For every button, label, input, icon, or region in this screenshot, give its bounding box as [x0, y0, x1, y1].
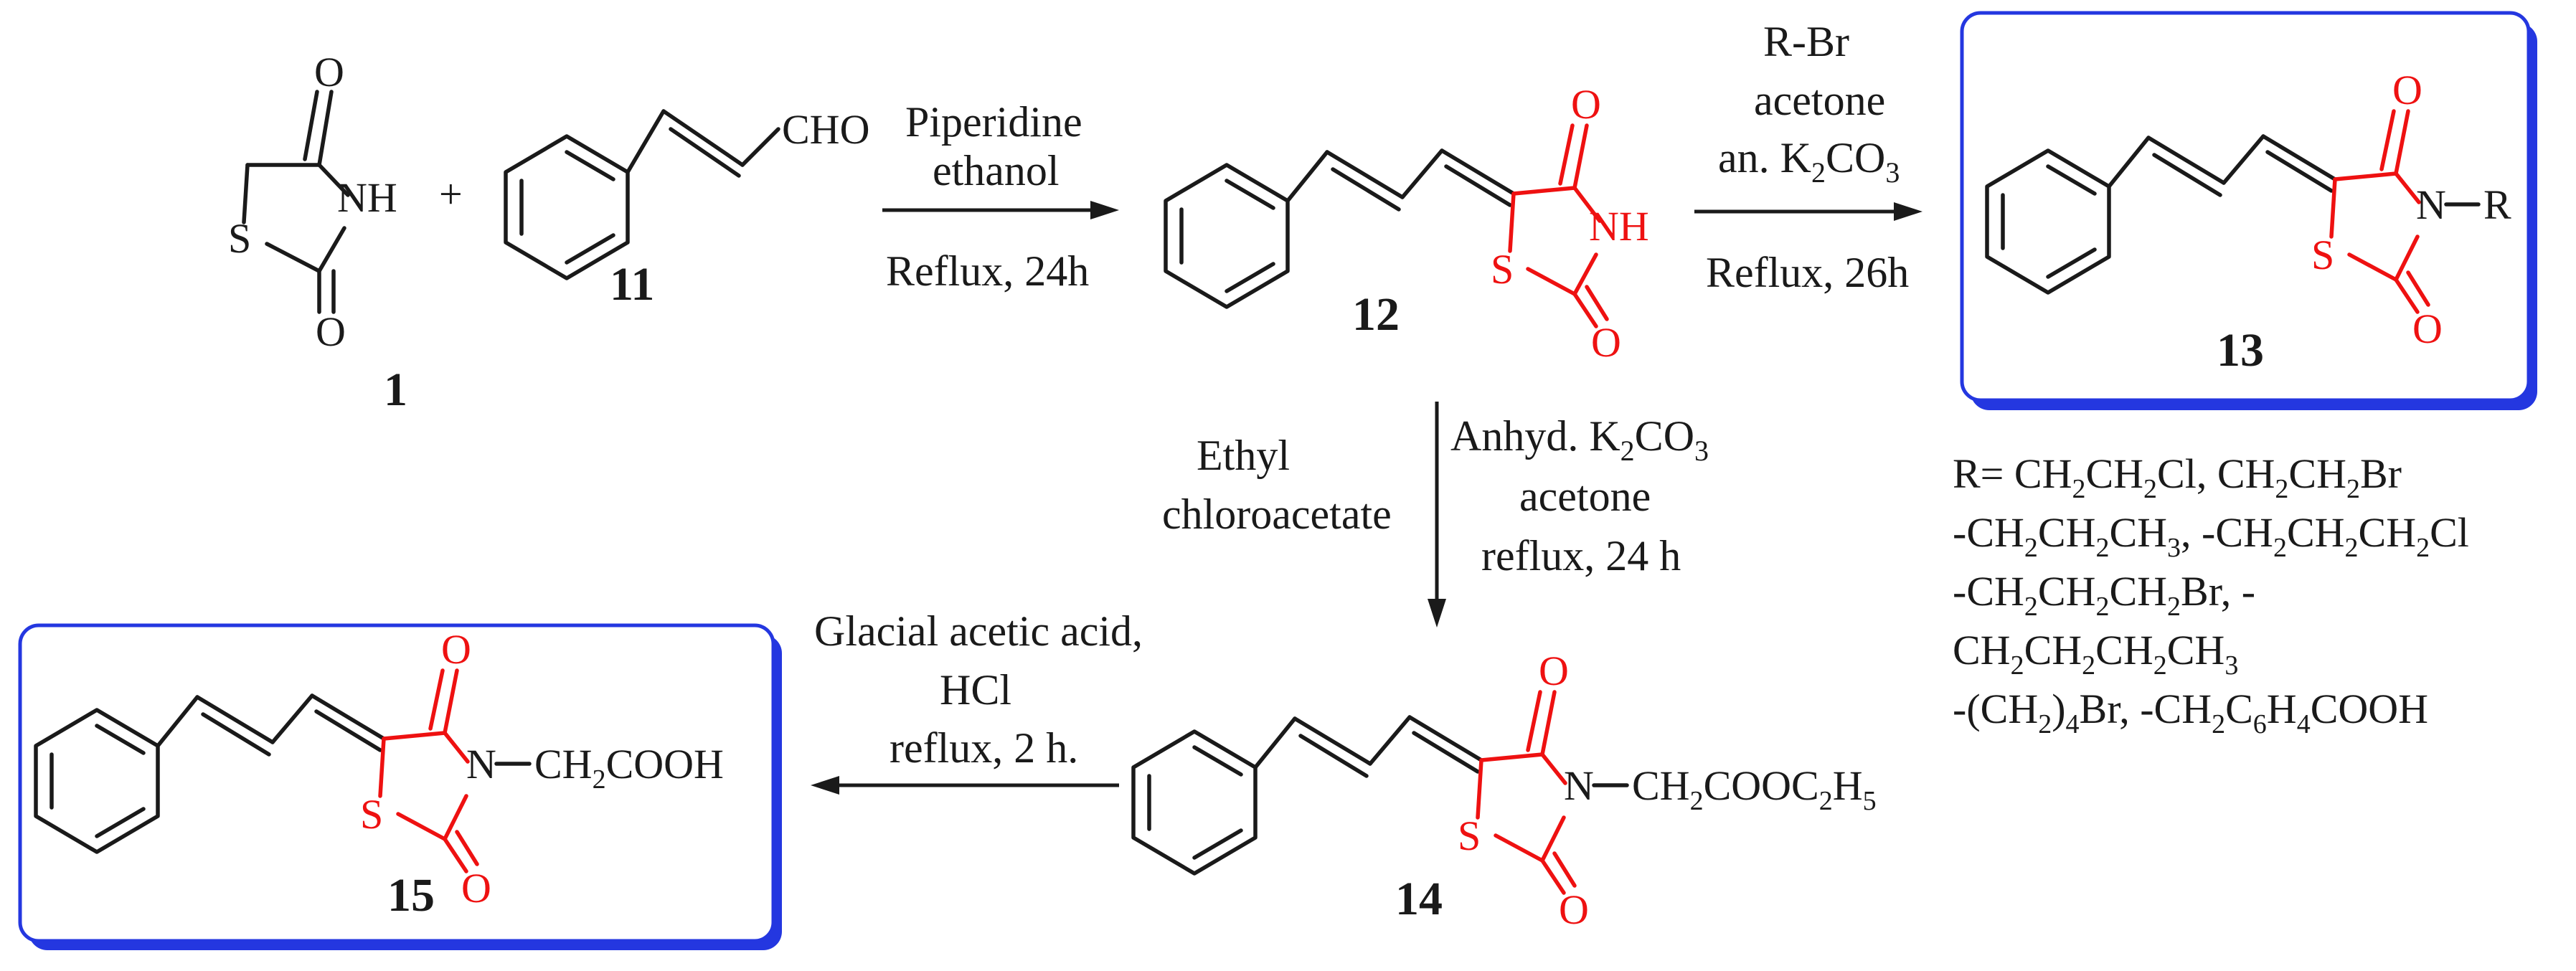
c12-o-top: O [1571, 81, 1601, 128]
c12-nh: NH [1589, 203, 1649, 250]
compound-13-structure: O N R S O [1985, 67, 2511, 352]
reaction-1-reagent-2: ethanol [933, 147, 1060, 194]
reaction-2-arrow [1694, 202, 1922, 221]
compound-11-structure: CHO [504, 106, 869, 280]
c13-n: N [2416, 181, 2446, 228]
c1-nh: NH [337, 174, 397, 221]
c15-o-bottom: O [461, 865, 491, 911]
reaction-4-arrow [811, 776, 1119, 795]
c15-n: N [466, 741, 496, 787]
c15-acid-chain: CH2COOH [534, 741, 724, 795]
reaction-4-reagent-2: HCl [940, 666, 1011, 714]
c11-cho: CHO [782, 106, 869, 153]
compound-15-structure: O N S O CH2COOH [34, 626, 724, 911]
c15-o-top: O [441, 626, 471, 673]
c14-s: S [1458, 813, 1481, 859]
reaction-2-reagent-2: acetone [1754, 77, 1885, 124]
compound-12-label: 12 [1352, 288, 1400, 341]
compound-11-label: 11 [610, 258, 654, 311]
r-group-line-5: -(CH2)4Br, -CH2C6H4COOH [1953, 686, 2428, 739]
reaction-1-arrow [882, 201, 1119, 219]
compound-14-label: 14 [1395, 873, 1443, 925]
reaction-3-reagent-right-2: acetone [1519, 473, 1651, 520]
c12-s: S [1491, 246, 1514, 293]
r-group-line-4: CH2CH2CH2CH3 [1953, 627, 2238, 681]
c1-o-bottom: O [316, 308, 346, 355]
reaction-1-condition: Reflux, 24h [886, 247, 1089, 295]
r-group-list: R= CH2CH2Cl, CH2CH2Br -CH2CH2CH3, -CH2CH… [1953, 450, 2469, 739]
reaction-3-arrow [1428, 402, 1446, 627]
compound-1-structure: O NH S O [228, 49, 397, 355]
compound-14-structure: O N S O CH2COOC2H5 [1131, 648, 1877, 933]
c12-o-bottom: O [1591, 319, 1621, 366]
c1-s: S [228, 215, 251, 262]
reaction-3-reagent-left-2: chloroacetate [1162, 491, 1392, 538]
c13-s: S [2311, 232, 2334, 278]
c14-ester-chain: CH2COOC2H5 [1632, 762, 1877, 816]
c14-n: N [1564, 762, 1594, 809]
reaction-4-reagent-1: Glacial acetic acid, [814, 607, 1143, 655]
r-group-line-3: -CH2CH2CH2Br, - [1953, 568, 2255, 622]
compound-1-label: 1 [384, 364, 407, 416]
c13-r: R [2483, 181, 2511, 228]
reaction-2-condition: Reflux, 26h [1706, 249, 1909, 296]
reaction-2-reagent-3: an. K2CO3 [1718, 134, 1900, 189]
reaction-4-condition: reflux, 2 h. [890, 724, 1078, 772]
c13-o-top: O [2392, 67, 2422, 113]
reaction-3-reagent-left-1: Ethyl [1197, 432, 1290, 479]
c15-s: S [360, 791, 383, 838]
plus-sign: + [439, 171, 463, 217]
reaction-1-reagent-1: Piperidine [905, 98, 1082, 146]
compound-12-structure: O NH S O [1164, 81, 1649, 366]
r-group-line-1: R= CH2CH2Cl, CH2CH2Br [1953, 450, 2402, 504]
c13-o-bottom: O [2412, 305, 2443, 352]
product-13-box [1960, 11, 2537, 410]
reaction-3-condition: reflux, 24 h [1481, 532, 1681, 579]
reaction-3-reagent-right-1: Anhyd. K2CO3 [1450, 412, 1709, 467]
c14-o-top: O [1539, 648, 1569, 694]
r-group-line-2: -CH2CH2CH3, -CH2CH2CH2Cl [1953, 509, 2469, 563]
reaction-2-reagent-1: R-Br [1763, 18, 1849, 65]
compound-15-label: 15 [387, 869, 435, 922]
compound-13-label: 13 [2217, 324, 2264, 376]
c1-o-top: O [314, 49, 344, 95]
c14-o-bottom: O [1559, 886, 1589, 933]
